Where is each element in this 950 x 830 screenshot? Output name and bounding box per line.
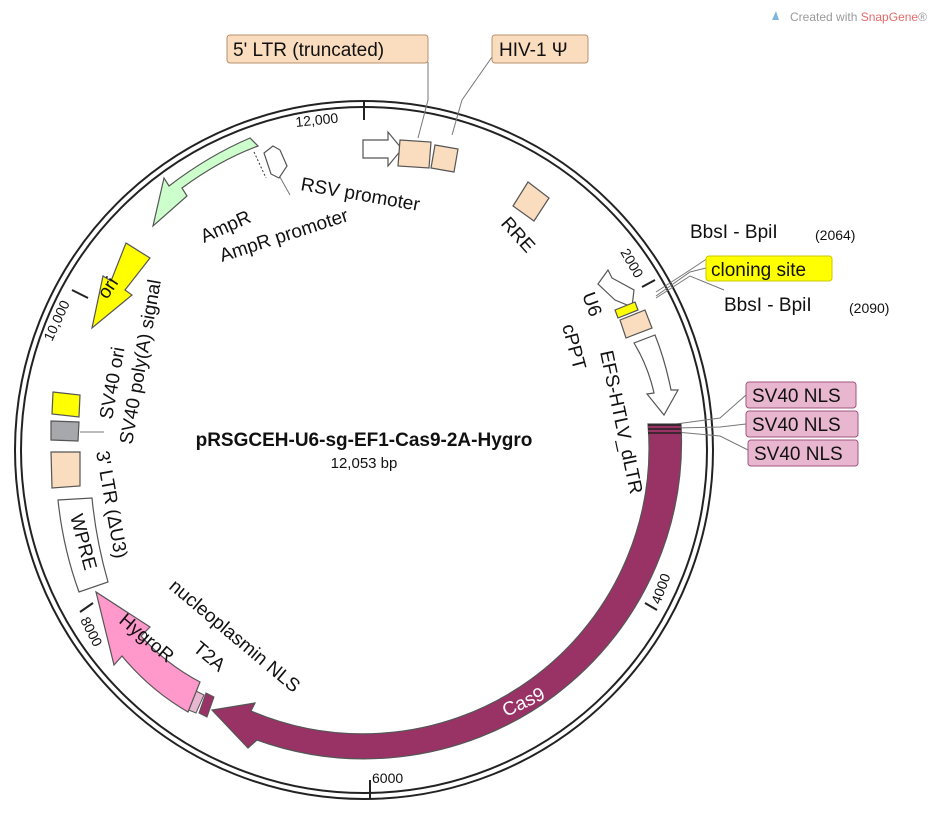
sv40-nls-callout-3: SV40 NLS (754, 444, 843, 465)
snapgene-logo-icon (772, 11, 779, 20)
ampr-divider (253, 151, 267, 179)
bbsi-label-2: BbsI - BpiI (724, 295, 812, 316)
cloning-site-callout: cloning site (711, 260, 806, 281)
sv40-nls-callout-2: SV40 NLS (752, 415, 841, 436)
nls-marks (648, 424, 681, 434)
ampr-arrow (151, 137, 260, 228)
sv40-nls-callout-1: SV40 NLS (752, 386, 841, 407)
u6-promoter-arrow (597, 268, 635, 308)
bbsi-pos-1: (2064) (815, 227, 855, 243)
hiv-psi-callout: HIV-1 Ψ (499, 40, 568, 61)
tick-12000: 12,000 (295, 110, 339, 130)
tick-6000: 6000 (372, 770, 403, 786)
ltr5-callout: 5' LTR (truncated) (233, 40, 384, 61)
sv40-nls-box-2 (745, 410, 859, 438)
cas9-arrow (210, 423, 683, 760)
rre-feature (512, 181, 550, 222)
efs-promoter-arrow (633, 334, 680, 417)
t2a-label: T2A (189, 638, 229, 677)
ori-arrow (91, 242, 151, 330)
callout-lines (80, 56, 749, 451)
wpre-feature (57, 497, 109, 593)
hiv-psi-callout-box (491, 34, 589, 64)
plasmid-name: pRSGCEH-U6-sg-EF1-Cas9-2A-Hygro (196, 430, 533, 451)
ltr5-callout-box (226, 34, 429, 64)
tick-marks (71, 101, 658, 798)
ltr5-feature (397, 139, 432, 169)
sv40-polya-feature (50, 420, 80, 442)
sv40-nls-box-1 (745, 381, 857, 409)
brand-text: Created with SnapGene® (790, 10, 927, 24)
ltr3-feature (50, 451, 81, 489)
cppt-feature (619, 309, 653, 339)
hiv-psi-feature (430, 144, 459, 173)
plasmid-size: 12,053 bp (331, 455, 398, 472)
tick-10000: 10,000 (40, 298, 73, 344)
ampr-promoter-arrow (263, 145, 288, 179)
nucleoplasmin-nls-feature (198, 692, 215, 718)
sv40-nls-box-3 (747, 439, 859, 467)
bbsi-label-1: BbsI - BpiI (690, 222, 778, 243)
hygror-arrow (95, 590, 201, 713)
u6-label: U6 (577, 290, 605, 320)
cloning-site-feature (614, 301, 639, 319)
bbsi-pos-2: (2090) (849, 300, 889, 316)
cloning-site-box (705, 255, 833, 282)
efs-label: EFS-HTLV_dLTR (595, 349, 646, 496)
cppt-label: cPPT (557, 322, 589, 373)
rsv-promoter-label: RSV promoter (299, 174, 422, 216)
sv40-ori-feature (51, 391, 81, 418)
rsv-promoter-arrow (362, 130, 403, 168)
